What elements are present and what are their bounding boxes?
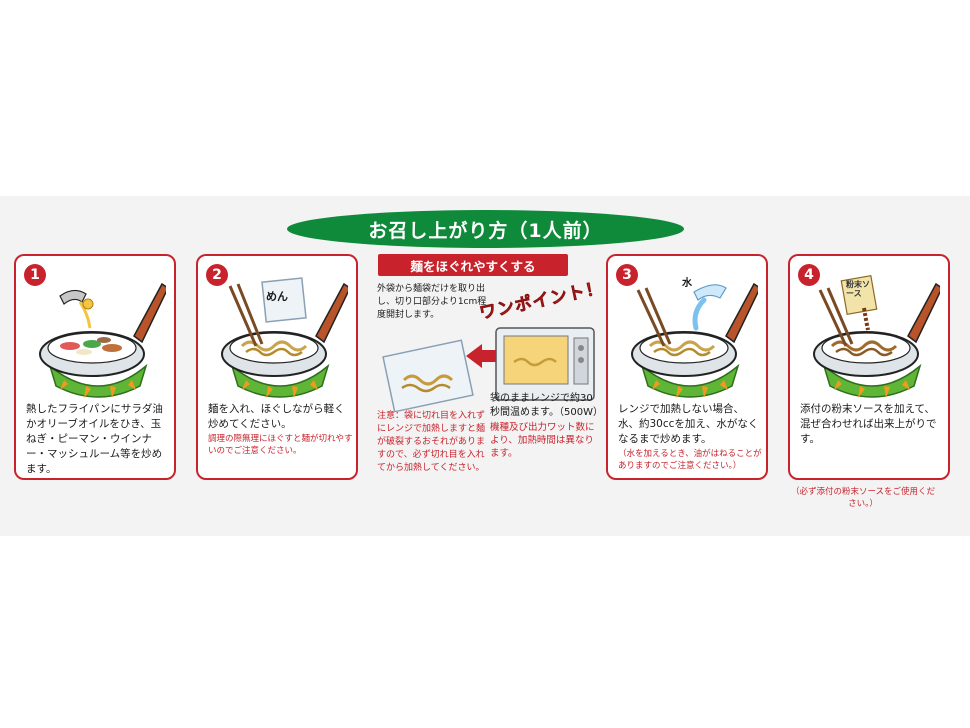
tip-caution: 注意：袋に切れ目を入れずにレンジで加熱しますと麺が破裂するおそれがありますので、… — [377, 411, 486, 473]
step-note-4: （必ず添付の粉末ソースをご使用ください。） — [790, 487, 936, 509]
noodle-bag-label: めん — [266, 290, 288, 303]
step-text-3-main: レンジで加熱しない場合、水、約30ccを加え、水がなくなるまで炒めます。 — [618, 403, 759, 445]
step-note-2: 調理の際無理にほぐすと麺が切れやすいのでご注意ください。 — [208, 434, 353, 456]
tip-banner: 麺をほぐれやすくする — [378, 254, 568, 276]
step-card-3: 3 水 レンジで加熱しない場合、水、約30ccを加え、水がなくなるまで炒めます。… — [606, 254, 768, 480]
microwave-icon — [495, 327, 595, 401]
step-text-2: 麺を入れ、ほぐしながら軽く炒めてください。 調理の際無理にほぐすと麺が切れやすい… — [208, 402, 353, 457]
step-number-4: 4 — [798, 264, 820, 286]
tip-microwave-note: 機種及び出力ワット数により、加熱時間は異なります。 — [490, 422, 595, 459]
tip-microwave-text: 袋のままレンジで約30秒間温めます。（500W） — [490, 393, 603, 418]
tip-open-instruction: 外袋から麺袋だけを取り出し、切り口部分より1cm程度開封します。 — [377, 284, 487, 320]
sauce-packet-label: 粉末ソース — [846, 280, 870, 298]
step-text-1: 熱したフライパンにサラダ油かオリーブオイルをひき、玉ねぎ・ピーマン・ウインナー・… — [26, 403, 163, 475]
tip-illustration — [382, 327, 595, 412]
step-card-4: 4 粉末ソース 添付の粉末ソースを加えて、混ぜ合わせれば出来上がりです。 — [788, 254, 950, 480]
step-text-2-main: 麺を入れ、ほぐしながら軽く炒めてください。 — [208, 403, 345, 430]
tip-microwave: 袋のままレンジで約30秒間温めます。（500W） 機種及び出力ワット数により、加… — [490, 392, 603, 460]
step-card-2: 2 めん 麺を入れ、ほぐしながら軽く炒めてください。 調理の際無理にほぐすと麺が… — [196, 254, 358, 480]
pan-adding-noodles-icon — [221, 277, 348, 398]
page-title: お召し上がり方（1人前） — [287, 210, 684, 248]
step-text-3: レンジで加熱しない場合、水、約30ccを加え、水がなくなるまで炒めます。 （水を… — [618, 402, 763, 472]
step-number-3: 3 — [616, 264, 638, 286]
pan-adding-sauce-icon — [813, 274, 940, 398]
page-title-text: お召し上がり方（1人前） — [368, 219, 603, 242]
pan-cooking-vegetables-icon — [39, 282, 166, 398]
step-number-1: 1 — [24, 264, 46, 286]
opened-noodle-bag-icon — [382, 339, 474, 412]
step-card-1: 1 熱したフライパンにサラダ油かオリーブオイルをひき、玉ねぎ・ピーマン・ウインナ… — [14, 254, 176, 480]
water-label: 水 — [682, 278, 692, 289]
arrow-right-icon — [466, 344, 498, 368]
tip-banner-text: 麺をほぐれやすくする — [410, 258, 536, 274]
step-number-2: 2 — [206, 264, 228, 286]
step-text-4: 添付の粉末ソースを加えて、混ぜ合わせれば出来上がりです。 — [800, 403, 937, 445]
step-note-3: （水を加えるとき、油がはねることがありますのでご注意ください。） — [618, 449, 762, 471]
pan-adding-water-icon — [631, 282, 758, 398]
